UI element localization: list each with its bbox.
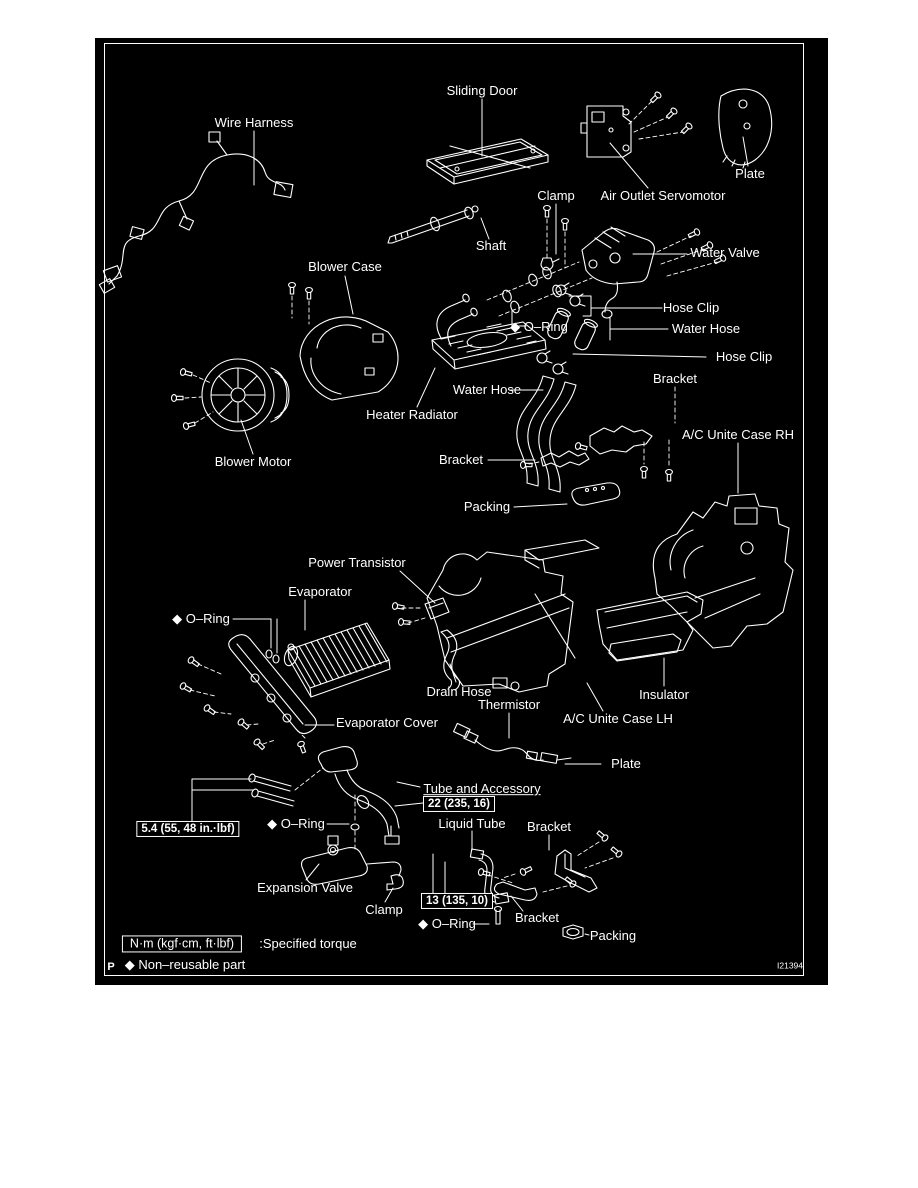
diagram-border	[104, 43, 804, 976]
page-marker: P	[107, 961, 115, 974]
drain-hose-drawing	[440, 629, 461, 691]
insulator-drawing	[596, 591, 704, 687]
label-air-outlet-servomotor: Air Outlet Servomotor	[600, 188, 726, 204]
wire-harness-drawing	[98, 130, 294, 294]
label-clamp-2: Clamp	[365, 902, 403, 918]
label-plate-top: Plate	[735, 166, 765, 182]
bottom-brackets-drawing	[472, 829, 624, 940]
label-tube-and-accessory: Tube and Accessory	[423, 781, 541, 797]
exploded-diagram-artwork	[98, 88, 794, 940]
label-hose-clip-1: Hose Clip	[662, 300, 720, 316]
blower-motor-drawing	[170, 358, 290, 455]
legend-non-reusable: ◆ Non–reusable part	[124, 957, 246, 973]
label-evaporator-cover: Evaporator Cover	[336, 715, 438, 731]
label-expansion-valve: Expansion Valve	[257, 880, 353, 896]
water-hoses-drawing	[510, 375, 676, 493]
label-heater-radiator: Heater Radiator	[366, 407, 458, 423]
label-wire-harness: Wire Harness	[214, 115, 294, 131]
packing-upper-drawing	[513, 482, 621, 508]
label-evaporator: Evaporator	[288, 584, 352, 600]
label-plate-2: Plate	[611, 756, 641, 772]
label-clamp-top: Clamp	[537, 188, 575, 204]
label-hose-clip-2: Hose Clip	[715, 349, 773, 365]
sliding-door-drawing	[426, 98, 549, 185]
label-insulator: Insulator	[639, 687, 689, 703]
evaporator-drawing	[232, 599, 391, 698]
label-o-ring-1: ◆ O–Ring	[510, 319, 568, 335]
legend-torque-box: N·m (kgf·cm, ft·lbf)	[121, 935, 243, 953]
heater-radiator-drawing	[416, 293, 547, 408]
evaporator-cover-drawing	[178, 634, 335, 755]
label-blower-case: Blower Case	[308, 259, 382, 275]
blower-case-drawing	[288, 275, 399, 401]
power-transistor-drawing	[391, 570, 450, 627]
tube-accessory-drawing	[191, 746, 424, 845]
diagram-panel: Wire Harness Sliding Door Plate Clamp Ai…	[95, 38, 828, 985]
label-shaft: Shaft	[475, 238, 507, 254]
label-bracket-2: Bracket	[438, 452, 484, 468]
plate-top-drawing	[718, 88, 773, 169]
water-valve-drawing	[581, 226, 728, 319]
label-packing-2: Packing	[589, 928, 637, 944]
thermistor-drawing	[452, 712, 602, 765]
ac-case-lh-drawing	[426, 539, 604, 712]
label-ac-unite-case-rh: A/C Unite Case RH	[682, 427, 794, 443]
label-water-hose-1: Water Hose	[671, 321, 741, 337]
o-ring-set-drawing	[486, 261, 593, 327]
figure-code: I21394	[777, 960, 803, 971]
air-outlet-servomotor-drawing	[580, 90, 694, 189]
label-bracket-1: Bracket	[652, 371, 698, 387]
clamp-top-drawing	[540, 203, 569, 271]
label-packing-1: Packing	[463, 499, 511, 515]
label-ac-unite-case-lh: A/C Unite Case LH	[563, 711, 673, 727]
label-blower-motor: Blower Motor	[214, 454, 292, 470]
label-o-ring-4: ◆ O–Ring	[418, 916, 476, 932]
torque-spec-tube-accessory: 22 (235, 16)	[422, 795, 496, 813]
torque-spec-liquid-tube: 13 (135, 10)	[420, 892, 494, 910]
label-liquid-tube: Liquid Tube	[438, 816, 506, 832]
bracket-mid-drawing	[487, 450, 590, 469]
label-sliding-door: Sliding Door	[446, 83, 518, 99]
hose-clips-hoses-drawing	[536, 282, 707, 375]
label-water-hose-2: Water Hose	[452, 382, 522, 398]
bracket-top-rh-drawing	[574, 425, 739, 494]
liquid-tube-drawing	[432, 830, 534, 905]
shaft-drawing	[387, 205, 490, 244]
legend-torque-meaning: :Specified torque	[259, 936, 357, 952]
label-power-transistor: Power Transistor	[308, 555, 406, 571]
label-thermistor: Thermistor	[477, 697, 541, 713]
expansion-valve-drawing	[301, 794, 404, 903]
ac-case-rh-drawing	[652, 493, 794, 649]
label-o-ring-3: ◆ O–Ring	[267, 816, 325, 832]
label-bracket-4: Bracket	[514, 910, 560, 926]
label-o-ring-2: ◆ O–Ring	[172, 611, 230, 627]
label-drain-hose: Drain Hose	[426, 684, 492, 700]
torque-spec-expansion-valve: 5.4 (55, 48 in.·lbf)	[136, 820, 240, 838]
label-bracket-3: Bracket	[526, 819, 572, 835]
label-water-valve: Water Valve	[690, 245, 760, 261]
